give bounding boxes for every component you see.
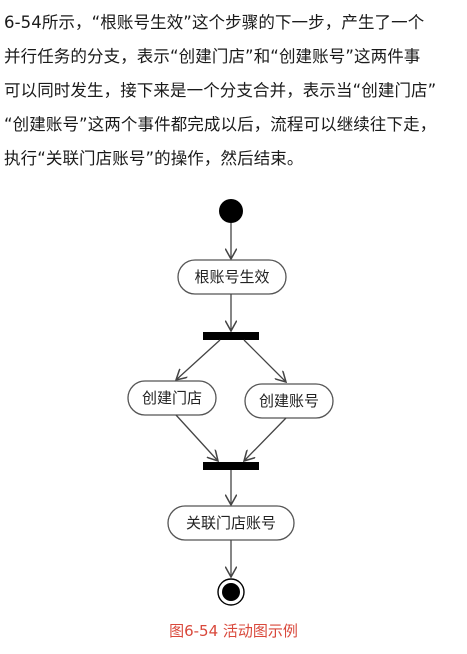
flow-edge [244,417,287,461]
paragraph-line: 执行“关联门店账号”的操作，然后结束。 [4,149,304,168]
action-root-account-label: 根账号生效 [194,268,269,286]
action-create-store: 创建门店 [127,380,217,416]
initial-node [219,199,243,223]
paragraph-line: 可以同时发生，接下来是一个分支合并，表示当“创建门店” [4,81,437,100]
flow-edge [243,339,286,382]
paragraph-line: “创建账号”这两个事件都完成以后，流程可以继续往下走， [4,115,437,134]
action-create-account-label: 创建账号 [259,392,319,410]
action-link-store-account: 关联门店账号 [167,505,295,541]
action-create-store-label: 创建门店 [142,389,202,407]
join-bar [203,462,259,470]
fork-bar [203,332,259,340]
action-root-account: 根账号生效 [177,259,287,295]
body-paragraph: 6-54所示，“根账号生效”这个步骤的下一步，产生了一个 并行任务的分支，表示“… [4,6,464,176]
flow-edge [175,414,218,461]
figure-caption: 图6-54 活动图示例 [169,622,298,640]
action-link-store-account-label: 关联门店账号 [186,514,276,532]
paragraph-line: 6-54所示，“根账号生效”这个步骤的下一步，产生了一个 [4,13,425,32]
action-create-account: 创建账号 [244,383,334,419]
final-node [217,578,245,606]
paragraph-line: 并行任务的分支，表示“创建门店”和“创建账号”这两件事 [4,47,421,66]
flow-edge [176,339,221,380]
